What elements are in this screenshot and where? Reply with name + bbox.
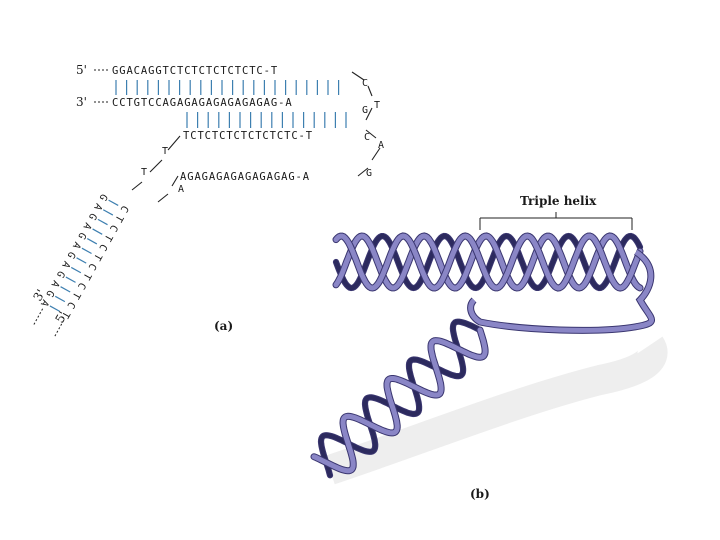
tail-nucleotide: G (54, 269, 67, 280)
triple-helix-bracket (480, 212, 632, 230)
loop-nt-8: T (141, 167, 147, 178)
tail-nucleotide: C (96, 242, 109, 253)
bond-line (109, 200, 119, 205)
tail-bonds (50, 200, 118, 311)
tail-nucleotide: C (107, 223, 120, 234)
ribbon-shadow (330, 345, 653, 470)
tail-nucleotide: A (91, 201, 104, 212)
bond-line (82, 248, 92, 253)
triple-helix-title: Triple helix (520, 194, 597, 208)
loop-nt-5: A (378, 140, 384, 151)
panel-b-label: (b) (470, 487, 490, 501)
tail-nucleotide: A (70, 240, 83, 251)
tail-nucleotide: A (59, 259, 72, 270)
right-loop: C G T C A G (352, 72, 384, 179)
watson-crick-bonds-1-2 (116, 80, 339, 95)
bond-line (55, 296, 65, 301)
loop-nt-4: C (364, 132, 370, 143)
left-loop: T T A (132, 136, 184, 202)
bond-line (77, 258, 87, 263)
strand2-3prime-label: 3' (76, 95, 87, 109)
tail-duplex: CTCTCTCTCTCT GAGAGAGAGAGA (27, 192, 130, 340)
tail-nucleotide: T (102, 232, 115, 243)
bond-line (98, 219, 108, 224)
loop-nt-6: G (366, 168, 372, 179)
tail-nucleotide: A (81, 221, 94, 232)
tail-nucleotide: T (70, 290, 83, 301)
loop-nt-9: A (178, 184, 184, 195)
tail-nucleotide: G (97, 192, 110, 203)
tail-nucleotide: A (49, 278, 62, 289)
helix-ribbons (314, 236, 652, 475)
bond-line (93, 229, 103, 234)
panel-a-label: (a) (214, 319, 233, 333)
strand3-sequence: TCTCTCTCTCTCTCTC-T (183, 130, 313, 142)
tail-nucleotide: T (112, 213, 125, 224)
loop-nt-3: T (374, 100, 380, 111)
tail-nucleotide: T (80, 271, 93, 282)
strand1-sequence: GGACAGGTCTCTCTCTCTCTC-T (112, 65, 278, 77)
tail-dash (33, 309, 43, 326)
bond-line (103, 210, 113, 215)
tail-nucleotide: C (86, 261, 99, 272)
loop-nt-7: T (162, 146, 168, 157)
loop-nt-2: G (362, 105, 368, 116)
tail-nucleotide: G (75, 230, 88, 241)
tail-nucleotide: C (64, 299, 77, 310)
bond-line (71, 267, 81, 272)
strand4-sequence: AGAGAGAGAGAGAGAG-A (180, 171, 310, 183)
hoogsteen-bonds-2-3 (187, 112, 346, 128)
strand2-sequence: CCTGTCCAGAGAGAGAGAGAGAG-A (112, 97, 293, 109)
loop-nt-1: C (362, 78, 368, 89)
tail-nucleotide: C (118, 203, 131, 214)
tail-nucleotide: G (65, 249, 78, 260)
bond-line (66, 277, 76, 282)
panel-b-ribbon-model: Triple helix (b) (314, 194, 653, 501)
tail-nucleotide: G (86, 211, 99, 222)
strand1-5prime-label: 5' (76, 63, 87, 77)
bond-line (61, 287, 71, 292)
tail-nucleotide: T (91, 251, 104, 262)
tail-nucleotide: C (75, 280, 88, 291)
panel-a-sequence-diagram: 5' GGACAGGTCTCTCTCTCTCTC-T 3' CCTGTCCAGA… (27, 63, 384, 340)
bond-line (87, 239, 97, 244)
